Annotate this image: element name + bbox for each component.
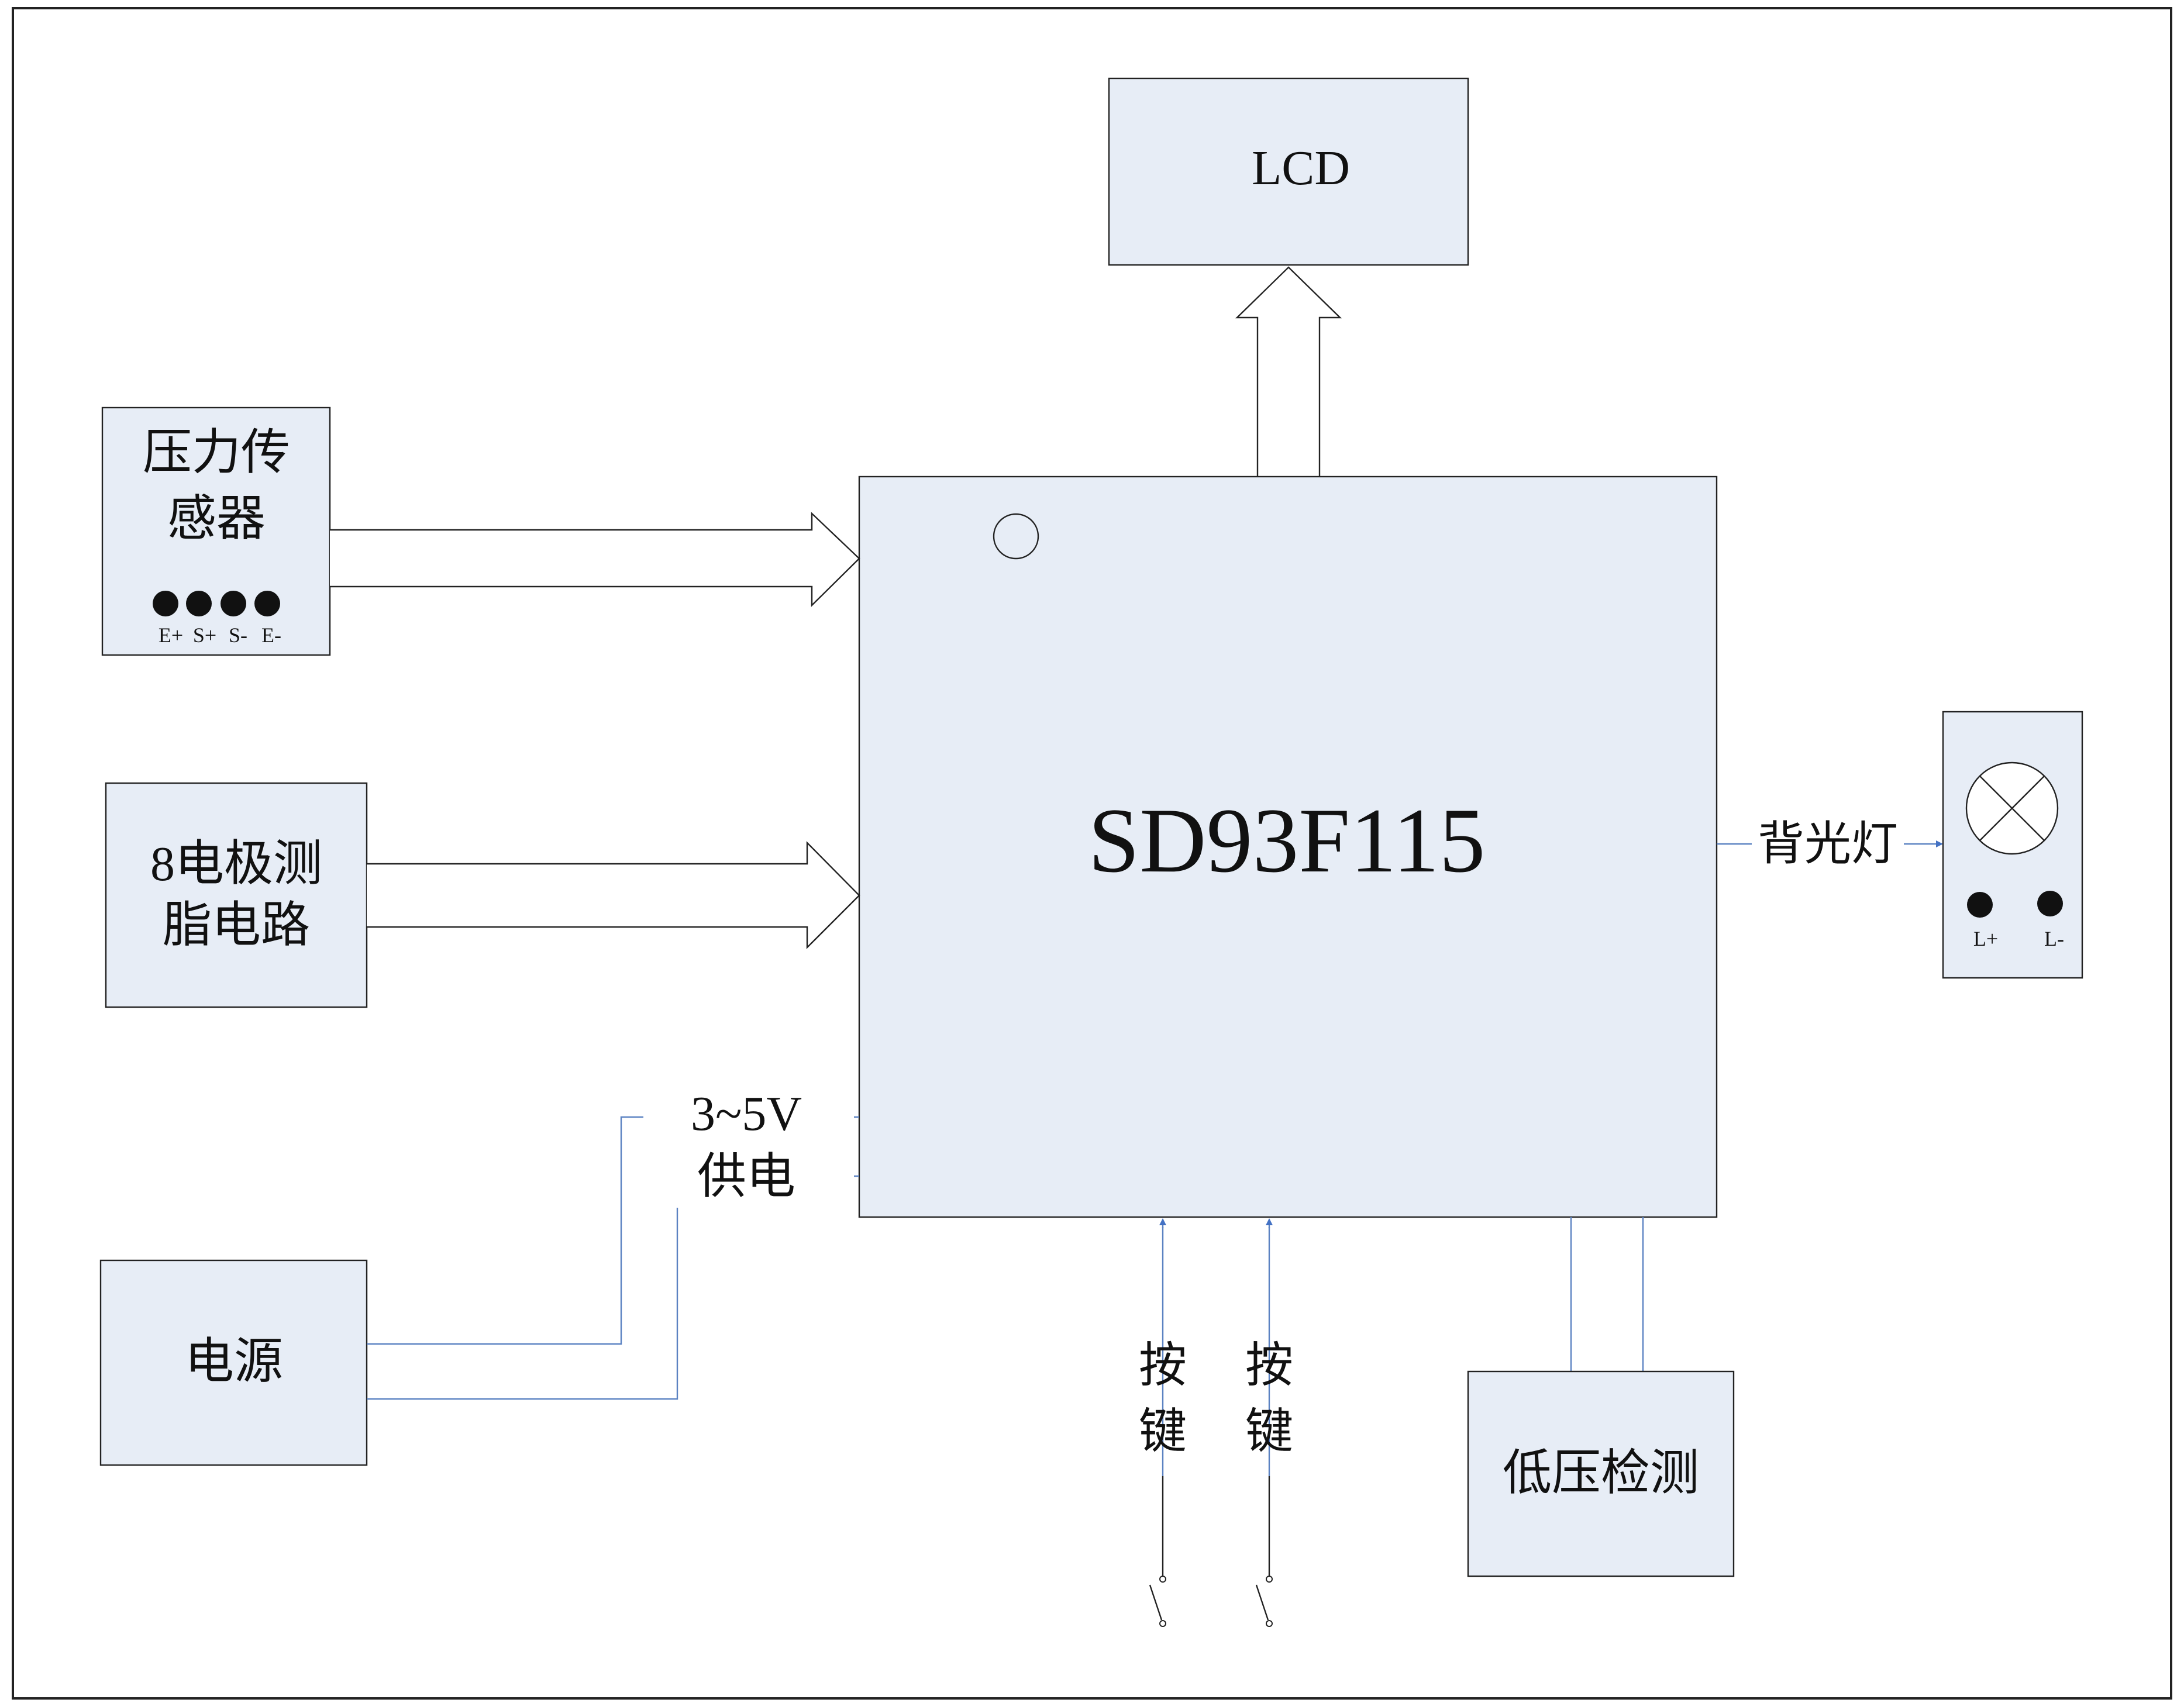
key-2-label-line1: 按 [1245, 1339, 1293, 1392]
pressure-pin-label: S+ [193, 623, 216, 647]
power-label: 电源 [185, 1335, 283, 1389]
switch-icon [1255, 1476, 1273, 1627]
lamp-icon [1965, 761, 2059, 855]
pressure-sensor-label-line2: 感器 [167, 492, 266, 546]
lcd-label: LCD [1252, 141, 1350, 195]
backlight-label: 背光灯 [1758, 819, 1898, 870]
pressure-pin-label: E+ [159, 623, 183, 647]
sensor-to-mcu-bus-arrow [330, 512, 860, 607]
bodyfat-to-mcu-bus-arrow [367, 841, 860, 949]
power-block: 电源 [99, 1259, 368, 1466]
mcu-block: SD93F115 [858, 475, 1718, 1218]
pin-dot-icon [2037, 891, 2063, 916]
lcd-block: LCD [1108, 77, 1469, 266]
pressure-pin-label: E- [261, 623, 281, 647]
supply-voltage-label: 3~5V [691, 1087, 802, 1141]
low-voltage-label: 低压检测 [1503, 1446, 1699, 1501]
key-1: 按 键 [1139, 1218, 1187, 1627]
diagram-frame [12, 7, 2172, 1700]
pin-dot-icon [1967, 892, 1993, 918]
key-2-label-line2: 键 [1245, 1405, 1293, 1458]
pin-dot-icon [254, 591, 280, 616]
pin1-marker-icon [993, 513, 1039, 560]
pin-dot-icon [221, 591, 246, 616]
key-2: 按 键 [1245, 1218, 1293, 1627]
supply-label-bg [643, 1085, 854, 1208]
supply-wire-negative [367, 1175, 859, 1400]
pin-dot-icon [153, 591, 178, 616]
key-1-label-line1: 按 [1139, 1339, 1187, 1392]
pin-dot-icon [186, 591, 212, 616]
pressure-sensor-label-line1: 压力传 [143, 426, 290, 480]
pressure-sensor-block: 压力传 感器 E+ S+ S- E- [101, 406, 331, 656]
body-fat-label-line2: 脂电路 [163, 898, 310, 953]
mcu-to-lcd-bus-arrow [1235, 266, 1342, 477]
low-voltage-detect-block: 低压检测 [1467, 1370, 1735, 1577]
body-fat-circuit-block: 8电极测 脂电路 [105, 782, 368, 1008]
key-1-label-line2: 键 [1139, 1405, 1187, 1458]
body-fat-label-line1: 8电极测 [150, 837, 322, 891]
switch-icon [1149, 1476, 1166, 1627]
mcu-label: SD93F115 [1088, 790, 1486, 892]
backlight-pin-label: L- [2044, 927, 2064, 950]
supply-text-label: 供电 [697, 1150, 795, 1204]
backlight-block: L+ L- [1942, 711, 2083, 979]
backlight-pin-label: L+ [1973, 927, 1998, 950]
pressure-pin-label: S- [229, 623, 247, 647]
